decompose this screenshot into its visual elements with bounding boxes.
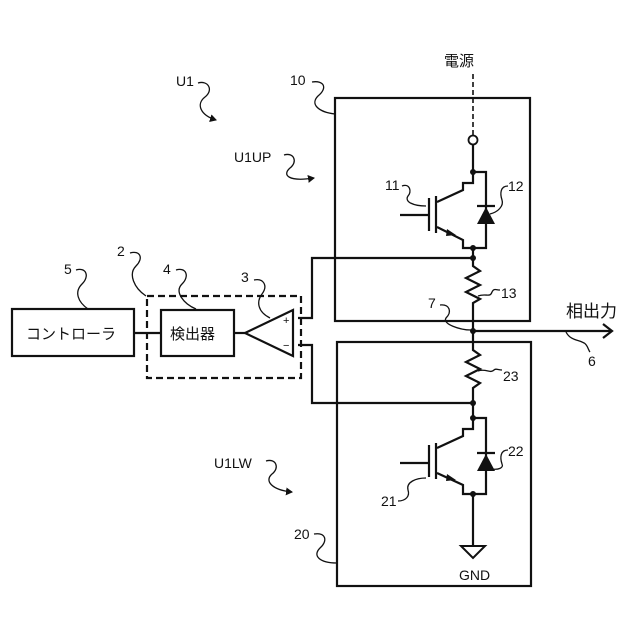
ground-label: GND — [459, 567, 490, 583]
controller-leader — [76, 269, 88, 309]
lower-module-leader — [314, 534, 337, 563]
detector-ref: 4 — [163, 261, 171, 277]
detector-label: 検出器 — [170, 325, 215, 343]
upper-resistor — [466, 258, 480, 330]
lower-igbt-ref: 21 — [381, 493, 397, 509]
detection-unit-leader — [130, 252, 146, 296]
power-supply-label: 電源 — [444, 52, 474, 70]
upper-igbt-leader — [402, 185, 426, 206]
controller-ref: 5 — [64, 261, 72, 277]
detector-leader — [176, 269, 196, 309]
system-ref-label: U1 — [176, 73, 194, 89]
lower-sense-wire — [298, 345, 473, 403]
lower-arm-leader — [266, 460, 292, 492]
output-node-leader — [440, 305, 471, 330]
upper-diode-leader — [490, 186, 508, 214]
output-node-ref: 7 — [428, 295, 436, 311]
upper-igbt-ref: 11 — [385, 177, 400, 193]
lower-diode-ref: 22 — [508, 443, 524, 459]
upper-module-leader — [312, 82, 335, 114]
lower-arm-label: U1LW — [214, 455, 253, 471]
comparator-minus-sign: − — [283, 340, 289, 352]
upper-arm-leader — [284, 154, 314, 179]
upper-resistor-ref: 13 — [501, 285, 517, 301]
comparator-ref: 3 — [241, 269, 249, 285]
upper-diode-ref: 12 — [508, 178, 524, 194]
upper-resistor-leader — [478, 290, 500, 297]
phase-output-label: 相出力 — [566, 302, 617, 322]
output-line-ref: 6 — [588, 353, 596, 369]
output-line-leader — [566, 332, 590, 352]
lower-diode — [473, 418, 495, 494]
lower-module-ref: 20 — [294, 526, 310, 542]
lower-resistor-ref: 23 — [503, 368, 519, 384]
power-terminal — [469, 136, 478, 145]
comparator-plus-sign: + — [283, 315, 289, 327]
controller-label: コントローラ — [26, 325, 116, 343]
upper-arm-label: U1UP — [234, 149, 271, 165]
upper-diode — [473, 172, 495, 248]
upper-sense-wire — [298, 258, 473, 318]
lower-resistor-leader — [478, 369, 502, 371]
lower-igbt-leader — [398, 478, 426, 501]
upper-module-ref: 10 — [290, 72, 306, 88]
system-ref-leader — [198, 82, 216, 120]
upper-igbt — [400, 169, 476, 248]
comparator-leader — [254, 280, 270, 318]
ground-icon — [461, 546, 485, 558]
detection-unit-ref: 2 — [117, 243, 125, 259]
